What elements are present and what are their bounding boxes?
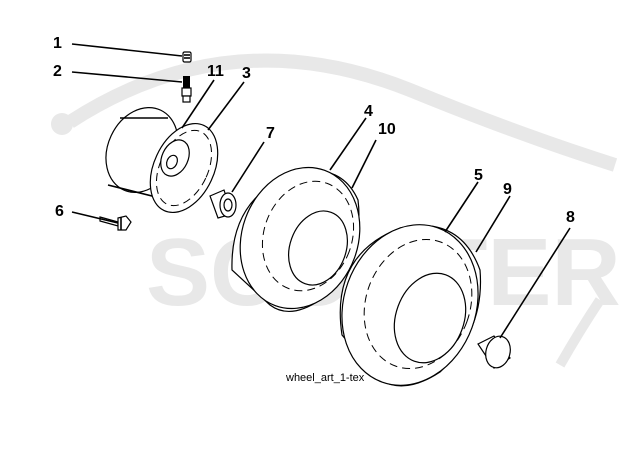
part-spacer: [477, 335, 511, 369]
callout-7: 7: [266, 125, 275, 142]
part-front-tire: [231, 166, 361, 312]
callout-2: 2: [53, 63, 62, 80]
callout-8: 8: [566, 209, 575, 226]
leader-lines: [71, 43, 571, 339]
part-rim: [105, 107, 219, 214]
part-bushing: [209, 189, 237, 219]
part-rear-tire: [339, 224, 482, 387]
part-valve-stem: [181, 76, 192, 103]
callout-11: 11: [207, 63, 224, 80]
callout-6: 6: [55, 203, 64, 220]
watermark-dot: [51, 113, 73, 135]
watermark-swoosh: [66, 53, 618, 172]
callout-9: 9: [503, 181, 512, 198]
callout-10: 10: [378, 121, 396, 138]
callout-3: 3: [242, 65, 251, 82]
callouts: 1 2 11 3 4 10 7 6 5 9 8: [53, 35, 575, 226]
diagram-caption: wheel_art_1-tex: [285, 372, 365, 384]
watermark-tail: [555, 297, 605, 368]
callout-5: 5: [474, 167, 483, 184]
part-valve-cap: [182, 51, 192, 63]
callout-4: 4: [364, 103, 373, 120]
callout-1: 1: [53, 35, 62, 52]
part-rim-seal: [155, 129, 213, 207]
